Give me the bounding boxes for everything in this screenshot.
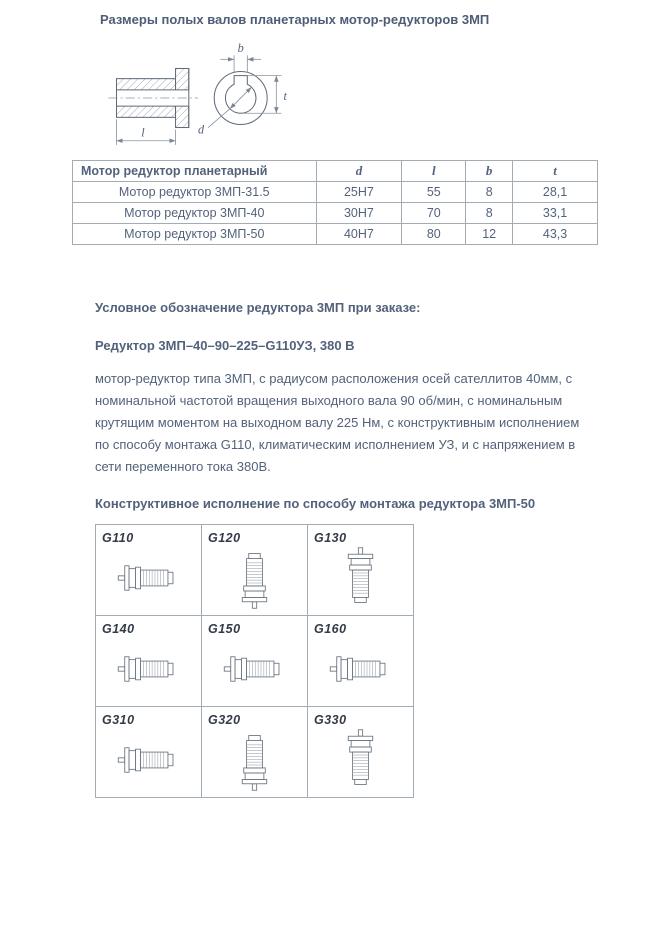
designation-heading: Условное обозначение редуктора 3МП при з… (95, 300, 421, 315)
cell-l: 80 (401, 223, 467, 245)
dim-label-b: b (238, 42, 244, 55)
motor-reducer-icon (347, 729, 374, 785)
motor-reducer-icon (223, 656, 280, 682)
dim-b (220, 55, 262, 73)
mounting-cell-g150: G150 (202, 616, 308, 707)
hollow-shaft-diagram: l b t (108, 41, 287, 145)
motor-reducer-icon (347, 547, 374, 603)
table-row: Мотор редуктор 3МП-40 30Н7 70 8 33,1 (72, 202, 598, 224)
mounting-variant-label: G310 (102, 713, 135, 727)
motor-reducer-icon (117, 565, 174, 591)
designation-description: мотор-редуктор типа 3МП, с радиусом расп… (95, 371, 580, 474)
mounting-variant-label: G330 (314, 713, 347, 727)
col-header-b: b (465, 160, 514, 182)
dim-label-l: l (141, 126, 145, 140)
dim-label-d: d (198, 123, 205, 137)
mounting-variant-label: G120 (208, 531, 241, 545)
mounting-grid: G110 G120 G130 G140 G150 G160 G310 G320 (95, 524, 414, 798)
cell-name: Мотор редуктор 3МП-50 (72, 223, 317, 245)
dim-label-t: t (283, 89, 287, 103)
cell-t: 33,1 (512, 202, 598, 224)
motor-reducer-icon (241, 735, 268, 791)
motor-reducer-icon (241, 553, 268, 609)
mounting-variant-label: G110 (102, 531, 134, 545)
motor-reducer-icon (329, 656, 386, 682)
table-row: Мотор редуктор 3МП-50 40Н7 80 12 43,3 (72, 223, 598, 245)
col-header-t: t (512, 160, 598, 182)
col-header-d: d (315, 160, 403, 182)
mounting-variant-label: G160 (314, 622, 347, 636)
mounting-variant-label: G130 (314, 531, 347, 545)
cell-l: 55 (401, 181, 467, 203)
mounting-cell-g320: G320 (202, 707, 308, 798)
page-title: Размеры полых валов планетарных мотор-ре… (100, 12, 490, 27)
cell-t: 28,1 (512, 181, 598, 203)
mounting-cell-g330: G330 (308, 707, 414, 798)
shaft-drawing: l b t (88, 41, 314, 159)
col-header-l: l (401, 160, 467, 182)
cell-b: 8 (465, 202, 514, 224)
cell-t: 43,3 (512, 223, 598, 245)
mounting-cell-g110: G110 (96, 525, 202, 616)
designation-example: Редуктор 3МП–40–90–225–G110УЗ, 380 В (95, 338, 355, 353)
mounting-variant-label: G140 (102, 622, 135, 636)
motor-reducer-icon (117, 747, 174, 773)
cell-d: 25Н7 (315, 181, 403, 203)
mounting-heading: Конструктивное исполнение по способу мон… (95, 496, 536, 511)
table-header-row: Мотор редуктор планетарный d l b t (72, 160, 598, 182)
mounting-cell-g130: G130 (308, 525, 414, 616)
cell-l: 70 (401, 202, 467, 224)
cell-b: 12 (465, 223, 514, 245)
mounting-variant-label: G320 (208, 713, 241, 727)
mounting-variant-label: G150 (208, 622, 241, 636)
col-header-name: Мотор редуктор планетарный (72, 160, 317, 182)
motor-reducer-icon (117, 656, 174, 682)
mounting-cell-g310: G310 (96, 707, 202, 798)
dim-t (242, 75, 282, 114)
shaft-side-view (108, 67, 198, 129)
table-row: Мотор редуктор 3МП-31.5 25Н7 55 8 28,1 (72, 181, 598, 203)
cell-d: 30Н7 (315, 202, 403, 224)
mounting-cell-g140: G140 (96, 616, 202, 707)
shaft-dimensions-table: Мотор редуктор планетарный d l b t Мотор… (72, 160, 598, 245)
mounting-cell-g120: G120 (202, 525, 308, 616)
dim-l (116, 119, 176, 145)
cell-name: Мотор редуктор 3МП-31.5 (72, 181, 317, 203)
dim-d (207, 86, 252, 128)
cell-d: 40Н7 (315, 223, 403, 245)
cell-b: 8 (465, 181, 514, 203)
cell-name: Мотор редуктор 3МП-40 (72, 202, 317, 224)
mounting-cell-g160: G160 (308, 616, 414, 707)
